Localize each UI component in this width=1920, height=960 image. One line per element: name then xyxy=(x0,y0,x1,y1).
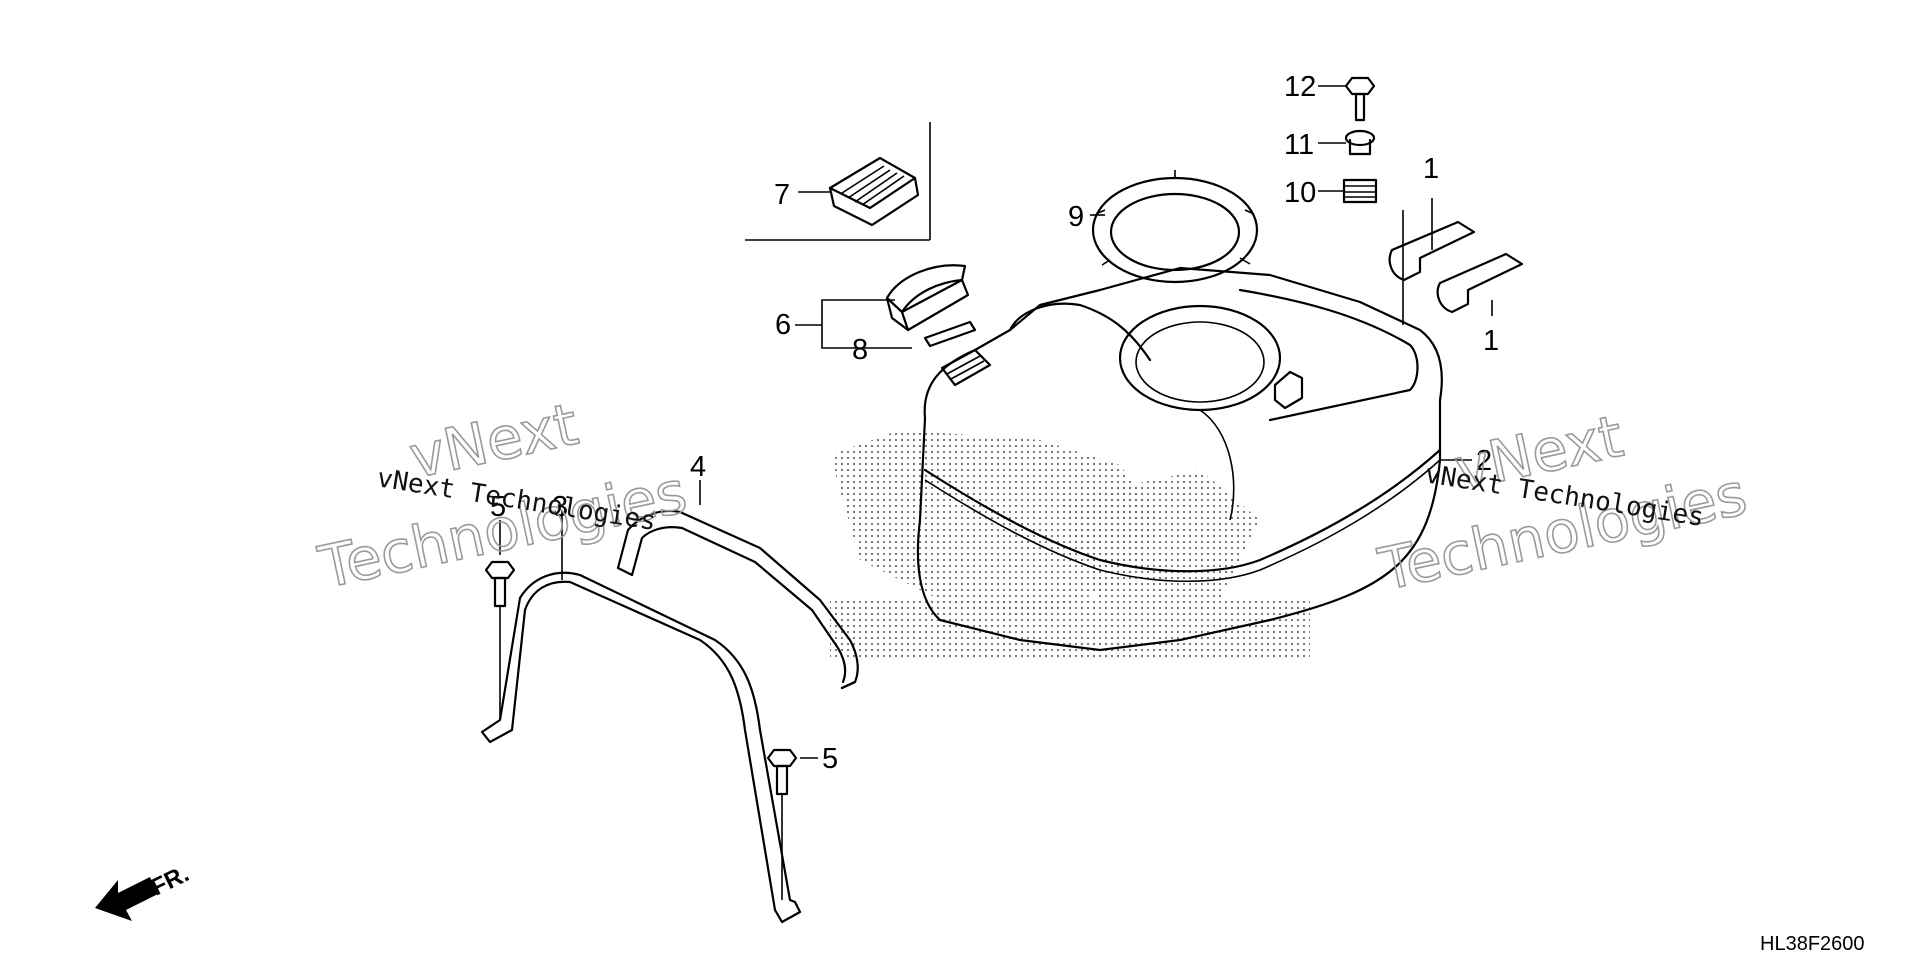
part-12-bolt xyxy=(1344,76,1376,122)
dotted-brand-watermark xyxy=(830,430,1310,660)
part-label-1a: 1 xyxy=(1423,153,1439,185)
callout-lines xyxy=(499,85,1493,900)
part-label-7: 7 xyxy=(774,179,790,211)
part-label-9: 9 xyxy=(1068,201,1084,233)
part-5-bolt-a xyxy=(484,560,516,608)
part-5-bolt-b xyxy=(766,748,798,796)
part-7-cap xyxy=(828,156,920,227)
part-label-12: 12 xyxy=(1284,71,1316,103)
diagram-code: HL38F2600 xyxy=(1760,933,1865,955)
part-label-1b: 1 xyxy=(1483,325,1499,357)
part-3-band xyxy=(480,571,802,924)
part-1-cushion-a xyxy=(1388,220,1476,282)
part-label-4: 4 xyxy=(690,451,706,483)
part-4-band xyxy=(616,509,859,690)
accessory-box-frame xyxy=(745,122,931,241)
part-label-11: 11 xyxy=(1284,129,1314,161)
part-label-2: 2 xyxy=(1476,445,1492,477)
part-6-fuel-cap xyxy=(885,264,970,332)
part-label-3: 3 xyxy=(552,491,568,523)
part-9-ring xyxy=(1091,170,1259,284)
part-10-grommet xyxy=(1342,178,1378,204)
part-1-cushion-b xyxy=(1436,252,1524,314)
part-2-fuel-tank xyxy=(916,266,1443,652)
part-label-10: 10 xyxy=(1284,177,1316,209)
watermark-right: vNext Technologies vNext Technologies xyxy=(1372,401,1753,605)
part-label-6: 6 xyxy=(775,309,791,341)
part-label-5b: 5 xyxy=(822,743,838,775)
part-11-washer xyxy=(1344,129,1376,156)
part-label-5a: 5 xyxy=(490,491,506,523)
part-label-8: 8 xyxy=(852,334,868,366)
watermark-left: vNext Technologies vNext Technologies xyxy=(312,389,693,603)
front-direction-arrow-icon: FR. xyxy=(95,860,193,921)
part-8-gasket xyxy=(923,320,977,348)
